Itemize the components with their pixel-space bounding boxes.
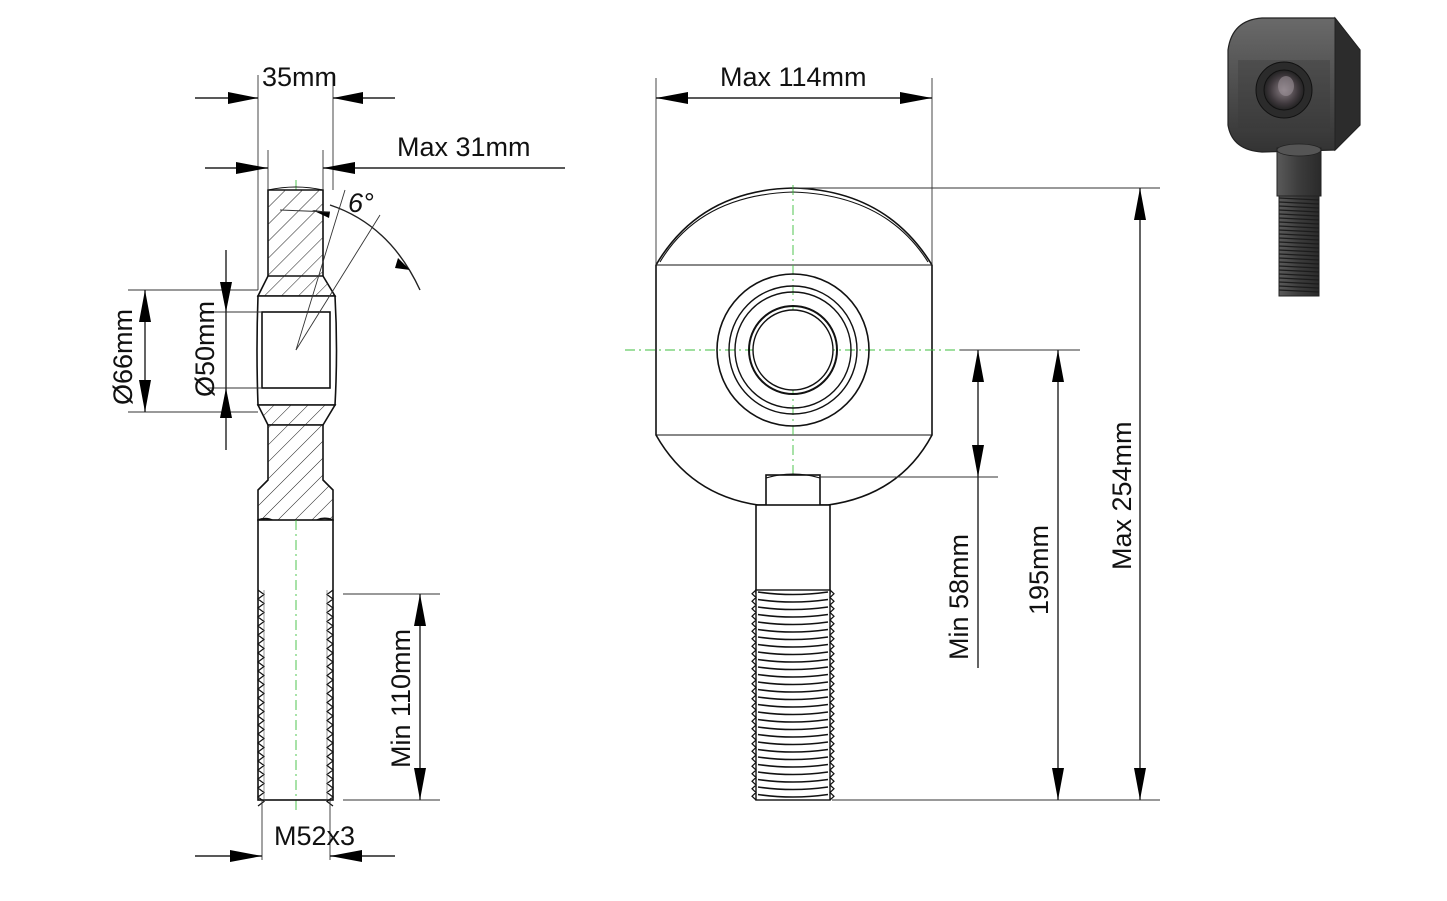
dim-max-31mm: Max 31mm: [397, 132, 531, 162]
side-thread-teeth: [257, 589, 334, 807]
housing-top-arc: [267, 186, 324, 191]
side-section-view: 35mm Max 31mm 6° Ø66mm Ø50mm Min 110mm: [108, 62, 565, 862]
thread-body: [755, 589, 831, 801]
dim-max-254mm: Max 254mm: [1107, 421, 1137, 570]
render-thread-lines: [1278, 197, 1320, 293]
tilt-arrow-b: [395, 258, 410, 270]
neck: [765, 474, 821, 511]
dim-dia-66mm: Ø66mm: [108, 309, 138, 405]
front-thread-teeth: [751, 589, 835, 801]
dim-dia-50mm: Ø50mm: [190, 301, 220, 397]
tilt-arc: [329, 204, 421, 291]
product-render: [1227, 16, 1361, 297]
tilt-line-a: [295, 189, 346, 351]
dim-min-110mm: Min 110mm: [386, 629, 416, 768]
dim-max-114mm: Max 114mm: [720, 62, 867, 92]
tilt-line-b: [295, 214, 381, 351]
dim-195mm: 195mm: [1024, 525, 1054, 615]
bore-circle: [748, 305, 838, 395]
dim-min-58mm: Min 58mm: [944, 534, 974, 660]
outer-ring: [716, 273, 870, 427]
front-view: Max 114mm Min 58mm 195mm Max 254mm: [625, 62, 1160, 801]
shank: [755, 504, 831, 594]
ring-2: [728, 285, 858, 415]
dim-m52x3: M52x3: [274, 821, 355, 851]
dim-35mm: 35mm: [262, 62, 337, 92]
dim-6-degree: 6°: [348, 188, 374, 218]
threaded-stem: [257, 519, 334, 801]
ring-3: [734, 291, 852, 409]
